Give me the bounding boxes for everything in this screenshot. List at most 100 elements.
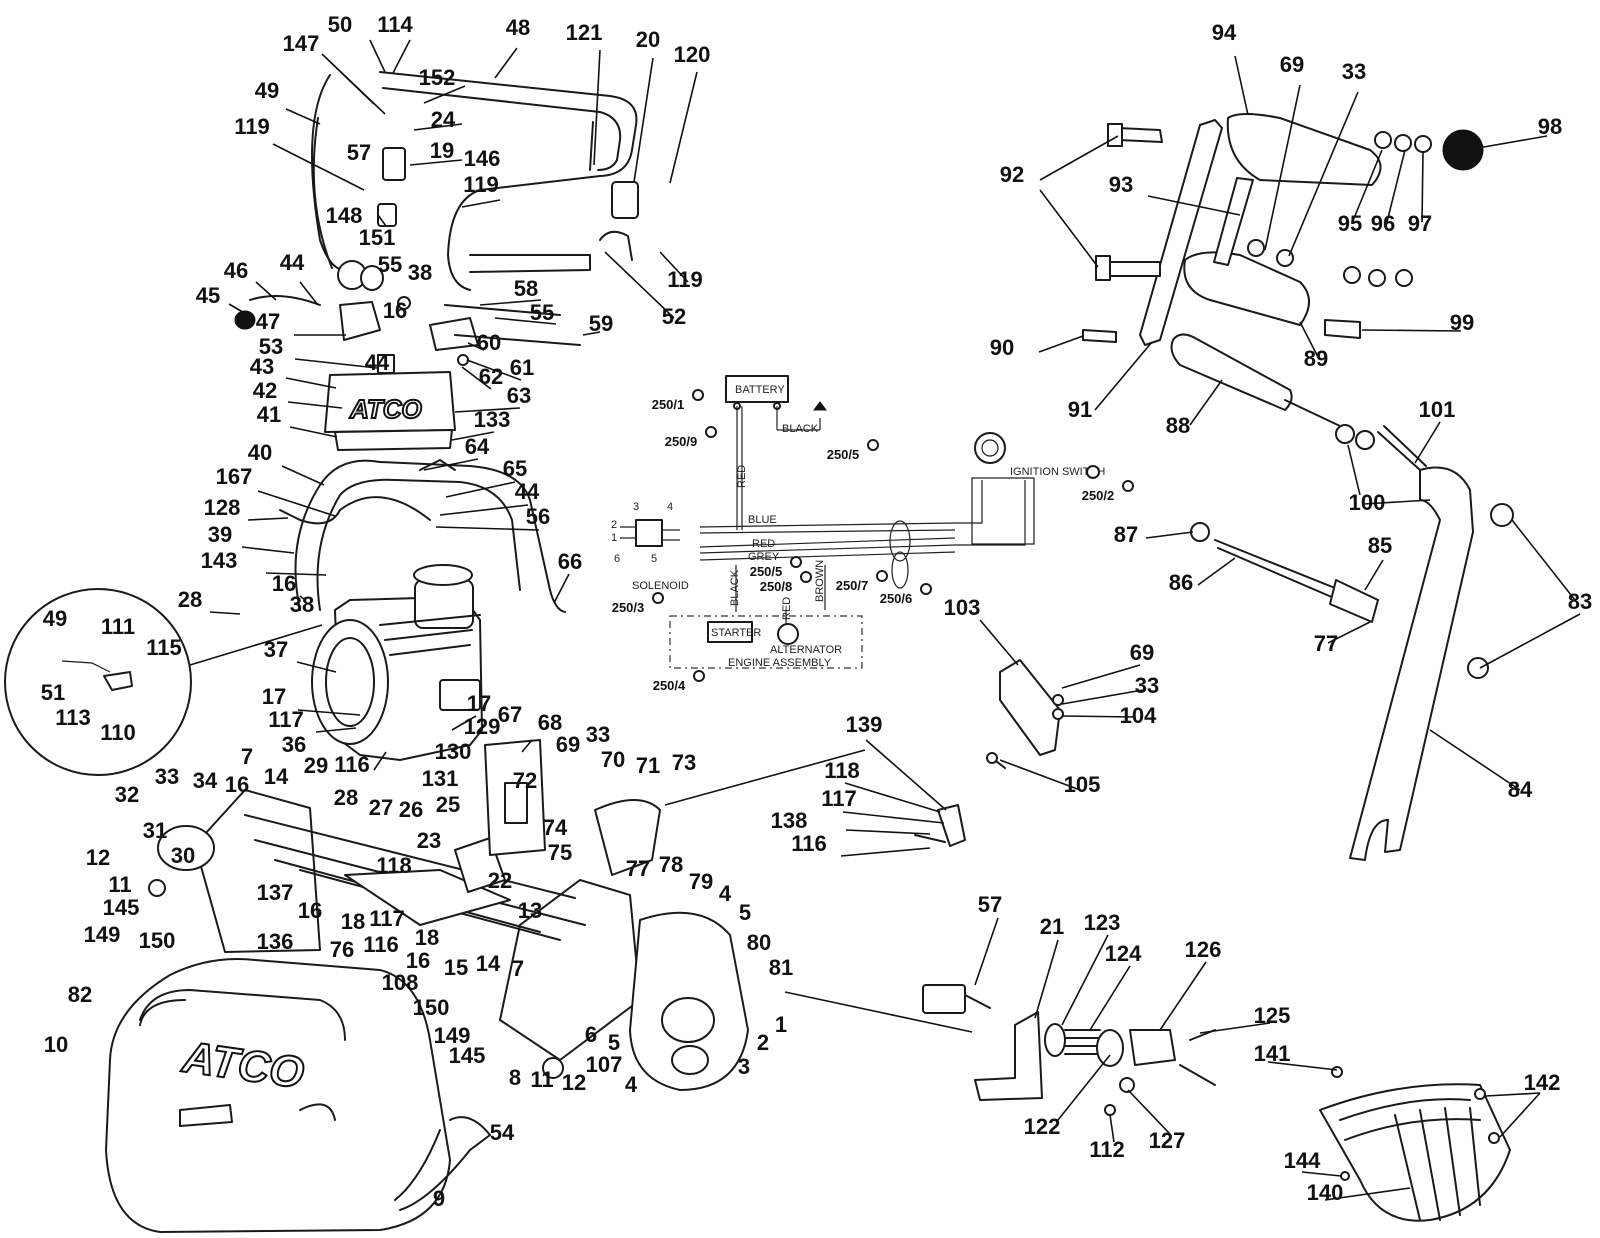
part-callout-66: 66 bbox=[558, 549, 582, 574]
part-callout-26: 26 bbox=[399, 797, 423, 822]
part-callout-103: 103 bbox=[944, 595, 981, 620]
part-callout-61: 61 bbox=[510, 355, 534, 380]
part-callout-78: 78 bbox=[659, 852, 683, 877]
part-callout-86: 86 bbox=[1169, 570, 1193, 595]
part-callout-121: 121 bbox=[566, 20, 603, 45]
wiring-ref-label: 250/3 bbox=[612, 600, 645, 615]
part-callout-119: 119 bbox=[234, 114, 270, 139]
part-callout-116: 116 bbox=[334, 752, 370, 777]
part-callout-39: 39 bbox=[208, 522, 232, 547]
solenoid-pin-1: 1 bbox=[611, 532, 617, 544]
solenoid-bracket bbox=[784, 984, 1216, 1116]
part-callout-49: 49 bbox=[43, 606, 67, 631]
part-callout-110: 110 bbox=[100, 720, 136, 745]
part-callout-55: 55 bbox=[530, 300, 554, 325]
wire-label-brown: BROWN bbox=[814, 560, 826, 602]
part-callout-117: 117 bbox=[369, 906, 405, 931]
part-callout-37: 37 bbox=[264, 637, 288, 662]
part-callout-99: 99 bbox=[1450, 310, 1474, 335]
part-callout-17: 17 bbox=[262, 684, 286, 709]
part-callout-95: 95 bbox=[1338, 211, 1362, 236]
part-callout-10: 10 bbox=[44, 1032, 68, 1057]
part-callout-9: 9 bbox=[433, 1186, 445, 1211]
part-callout-90: 90 bbox=[990, 335, 1014, 360]
part-callout-130: 130 bbox=[435, 739, 472, 764]
part-callout-69: 69 bbox=[556, 732, 580, 757]
part-callout-50: 50 bbox=[328, 12, 352, 37]
engine-assembly-box bbox=[669, 615, 863, 669]
part-callout-129: 129 bbox=[464, 714, 501, 739]
part-callout-149: 149 bbox=[84, 922, 121, 947]
part-callout-58: 58 bbox=[514, 276, 538, 301]
wire-label-black-top: BLACK bbox=[782, 423, 819, 435]
part-callout-48: 48 bbox=[506, 15, 530, 40]
wire-label-black-vertical: BLACK bbox=[729, 569, 741, 606]
part-callout-33: 33 bbox=[1342, 59, 1366, 84]
part-callout-145: 145 bbox=[103, 895, 140, 920]
part-callout-81: 81 bbox=[769, 955, 793, 980]
part-callout-22: 22 bbox=[488, 868, 512, 893]
part-callout-70: 70 bbox=[601, 747, 625, 772]
part-callout-28: 28 bbox=[334, 785, 358, 810]
grass-box: ATCO bbox=[105, 958, 491, 1233]
part-callout-119: 119 bbox=[667, 267, 703, 292]
part-callout-150: 150 bbox=[413, 995, 450, 1020]
part-callout-54: 54 bbox=[490, 1120, 515, 1145]
part-callout-7: 7 bbox=[512, 956, 524, 981]
part-callout-15: 15 bbox=[444, 955, 468, 980]
wiring-diagram: BATTERY BLACK RED 2 3 4 1 6 5 BLUE RED G… bbox=[611, 375, 1105, 669]
part-callout-65: 65 bbox=[503, 456, 527, 481]
part-callout-56: 56 bbox=[526, 504, 550, 529]
wiring-ref-label: 250/6 bbox=[880, 591, 913, 606]
part-callout-97: 97 bbox=[1408, 211, 1432, 236]
part-callout-98: 98 bbox=[1538, 114, 1562, 139]
part-callout-91: 91 bbox=[1068, 397, 1092, 422]
wire-label-red-vertical: RED bbox=[736, 465, 748, 488]
part-callout-151: 151 bbox=[359, 225, 396, 250]
part-callout-75: 75 bbox=[548, 840, 572, 865]
part-callout-117: 117 bbox=[821, 786, 857, 811]
part-callout-71: 71 bbox=[636, 753, 660, 778]
part-callout-136: 136 bbox=[257, 929, 294, 954]
part-callout-3: 3 bbox=[738, 1054, 750, 1079]
part-callout-139: 139 bbox=[846, 712, 883, 737]
bracket-139 bbox=[664, 749, 966, 847]
control-panel: ATCO bbox=[324, 354, 456, 451]
part-callout-152: 152 bbox=[419, 65, 456, 90]
starter-box bbox=[707, 621, 753, 643]
part-callout-20: 20 bbox=[636, 27, 660, 52]
part-callout-69: 69 bbox=[1280, 52, 1304, 77]
part-callout-6: 6 bbox=[585, 1022, 597, 1047]
part-callout-76: 76 bbox=[330, 937, 354, 962]
wire-label-red-mid: RED bbox=[752, 538, 775, 550]
wiring-ref-250-6: 250/6 bbox=[880, 583, 932, 606]
wiring-ref-250-4: 250/4 bbox=[653, 670, 705, 693]
part-callout-127: 127 bbox=[1149, 1128, 1186, 1153]
part-callout-8: 8 bbox=[509, 1065, 521, 1090]
part-callout-119: 119 bbox=[463, 172, 499, 197]
part-callout-49: 49 bbox=[255, 78, 279, 103]
clutch-lever-assembly bbox=[1082, 113, 1514, 861]
part-callout-45: 45 bbox=[196, 283, 220, 308]
solenoid-label: SOLENOID bbox=[632, 580, 689, 592]
solenoid-pin-5: 5 bbox=[651, 553, 657, 565]
part-callout-29: 29 bbox=[304, 753, 328, 778]
part-callout-46: 46 bbox=[224, 258, 248, 283]
wiring-ref-label: 250/5 bbox=[750, 564, 783, 579]
part-callout-47: 47 bbox=[256, 309, 280, 334]
part-callout-68: 68 bbox=[538, 710, 562, 735]
part-callout-120: 120 bbox=[674, 42, 711, 67]
part-callout-32: 32 bbox=[115, 782, 139, 807]
part-callout-124: 124 bbox=[1105, 941, 1142, 966]
part-callout-105: 105 bbox=[1064, 772, 1101, 797]
part-callout-140: 140 bbox=[1307, 1180, 1344, 1205]
part-callout-59: 59 bbox=[589, 311, 613, 336]
part-callout-82: 82 bbox=[68, 982, 92, 1007]
battery-label: BATTERY bbox=[735, 384, 785, 396]
part-callout-31: 31 bbox=[143, 818, 167, 843]
solenoid-pin-4: 4 bbox=[667, 501, 673, 513]
part-callout-146: 146 bbox=[464, 146, 501, 171]
part-callout-96: 96 bbox=[1371, 211, 1395, 236]
part-callout-107: 107 bbox=[586, 1052, 623, 1077]
